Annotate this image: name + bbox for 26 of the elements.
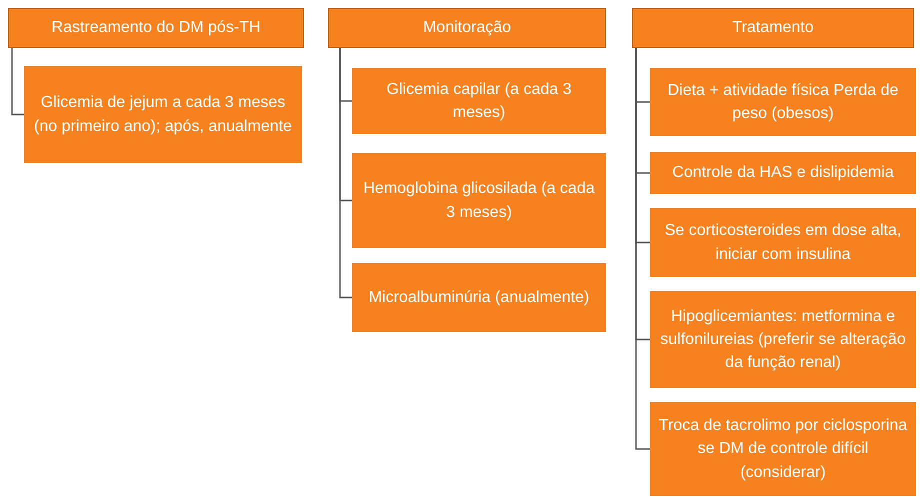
process-box (352, 153, 606, 248)
box-text: Troca de tacrolimo por ciclosporina se DM de controle difícil (considerar) (658, 416, 908, 483)
connector-line (339, 48, 352, 298)
box-text: Glicemia capilar (a cada 3 meses) (386, 80, 572, 123)
box-text: Tratamento (732, 18, 814, 38)
box-text: Hipoglicemiantes: metformina e sulfonilureias (preferir se alteração da função renal) (659, 306, 907, 374)
header-box (328, 8, 606, 48)
box-text: Rastreamento do DM pós-TH (52, 18, 260, 38)
process-box (650, 208, 916, 277)
process-box (650, 152, 916, 194)
box-text: Controle da HAS e dislipidemia (672, 163, 894, 184)
connector-line (11, 48, 24, 116)
process-box (650, 402, 916, 496)
box-text: Hemoglobina glicosilada (a cada 3 meses) (362, 179, 596, 222)
box-text: Glicemia de jejum a cada 3 meses (no primeiro ano); após, anualmente (33, 93, 293, 136)
process-box (24, 66, 302, 163)
header-box (632, 8, 914, 48)
process-box (352, 263, 606, 332)
box-text: Dieta + atividade física Perda de peso (obesos) (666, 80, 900, 124)
header-box (8, 8, 304, 48)
box-text: Se corticosteroides em dose alta, iniciar com insulina (664, 221, 902, 264)
process-box (650, 291, 916, 388)
box-text: Microalbuminúria (anualmente) (368, 288, 590, 308)
box-text: Monitoração (422, 18, 512, 38)
process-box (352, 68, 606, 134)
process-box (650, 68, 916, 136)
